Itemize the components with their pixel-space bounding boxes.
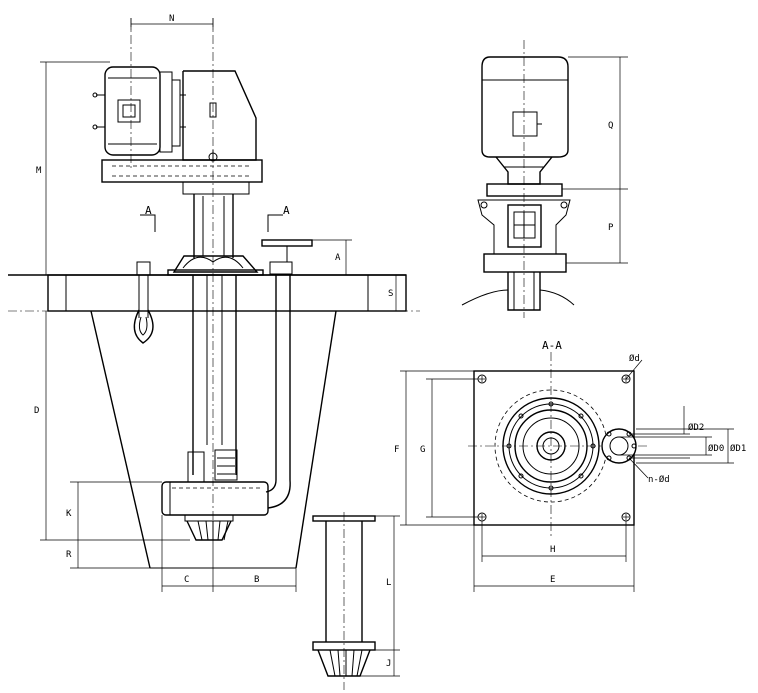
- side-motor: [481, 56, 569, 185]
- section-view: A-A: [394, 339, 746, 592]
- dim-J: J: [386, 659, 391, 669]
- section-right-label: A: [283, 204, 290, 217]
- dim-D2: ØD2: [688, 422, 704, 433]
- dim-E: E: [550, 575, 555, 585]
- side-bracket: [461, 183, 575, 311]
- dim-B: B: [254, 575, 259, 585]
- front-dimensions: N M D K R A S: [34, 14, 397, 592]
- casing-bolts: [506, 401, 596, 491]
- dim-D0: ØD0: [708, 443, 724, 454]
- section-title: A-A: [542, 339, 562, 352]
- dim-D1: ØD1: [730, 443, 746, 454]
- section-dimensions: F G H E Ød ØD2 ØD0: [394, 353, 746, 592]
- dim-Q: Q: [608, 121, 613, 131]
- discharge-flange: [601, 428, 637, 464]
- front-view: A A N M D K R: [8, 14, 420, 690]
- dim-N: N: [169, 14, 174, 24]
- dim-A: A: [335, 253, 341, 263]
- dim-F: F: [394, 445, 399, 455]
- section-marks: A A: [140, 204, 290, 232]
- tank: [90, 310, 337, 569]
- column: [167, 194, 264, 276]
- discharge-pipe: [261, 239, 313, 509]
- side-view: Q P: [461, 40, 628, 318]
- dim-H: H: [550, 545, 555, 555]
- dim-M: M: [36, 166, 42, 176]
- dim-P: P: [608, 223, 614, 233]
- dim-bolt-hole: Ød: [629, 353, 640, 364]
- base-plate: [8, 274, 420, 312]
- dim-flange-holes: n-Ød: [648, 474, 670, 485]
- dim-G: G: [420, 445, 425, 455]
- motor: [92, 66, 186, 156]
- motor-bracket: [101, 70, 263, 195]
- dim-D: D: [34, 406, 39, 416]
- side-dimensions: Q P: [562, 56, 628, 264]
- dim-L: L: [386, 578, 391, 588]
- dim-K: K: [66, 509, 72, 519]
- eye-bolt: [128, 261, 160, 344]
- pump-casing: [161, 449, 269, 541]
- dim-S: S: [388, 289, 393, 299]
- suction-pipe-detail: L J: [312, 512, 400, 690]
- dim-C: C: [184, 575, 189, 585]
- shaft-column: [192, 275, 237, 475]
- section-left-label: A: [145, 204, 152, 217]
- dim-R: R: [66, 550, 72, 560]
